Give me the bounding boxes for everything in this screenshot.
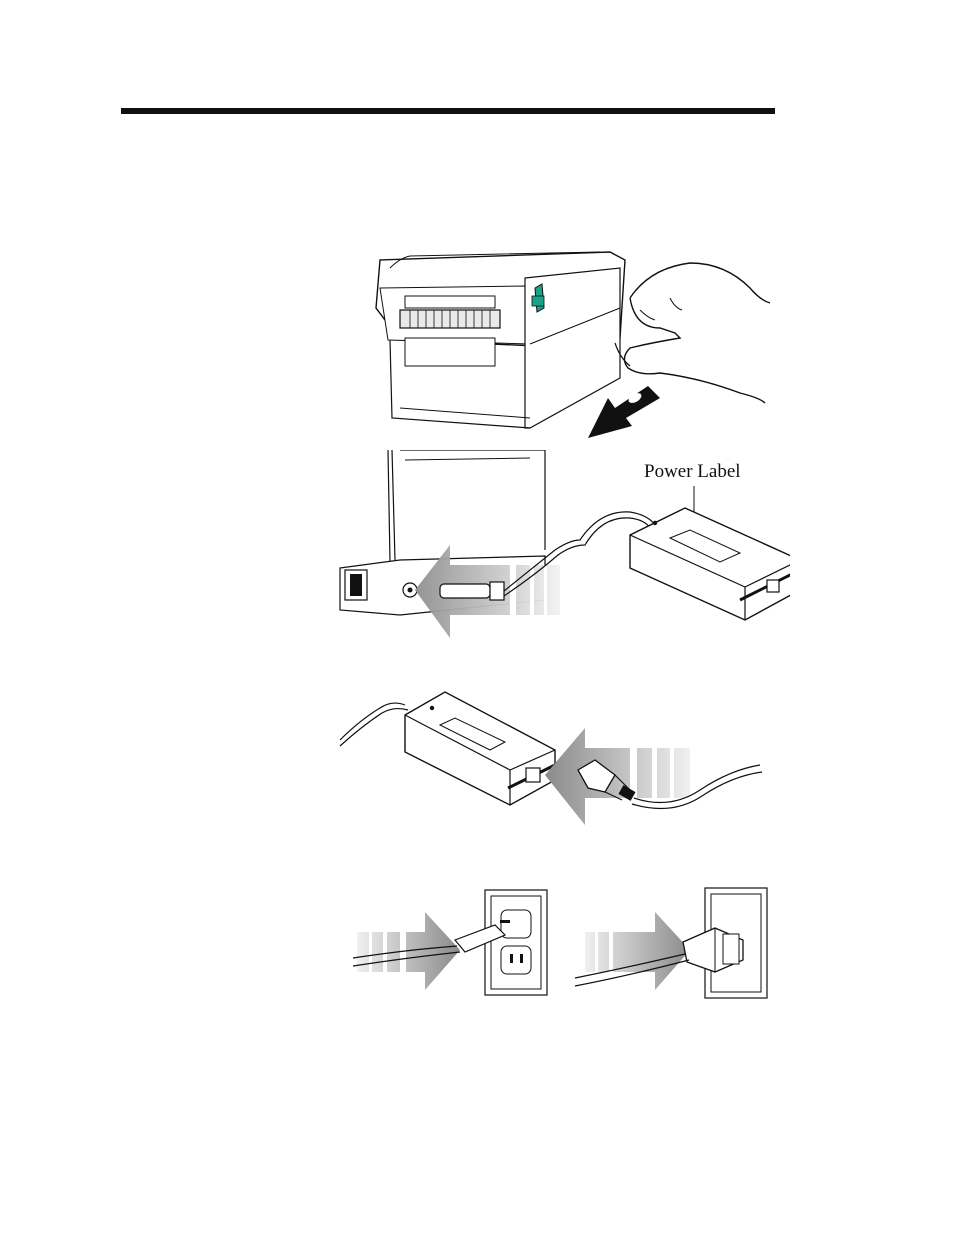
us-outlet-figure [345,880,560,1000]
wall-outlet-eu-icon [565,880,780,1000]
ac-cord-figure [330,680,790,835]
header-rule [121,108,775,114]
eu-outlet-figure [565,880,780,1000]
wall-outlet-us-icon [345,880,560,1000]
power-label-callout: Power Label [644,461,741,483]
printer-power-switch-icon [330,248,780,440]
power-supply-ac-cord-icon [330,680,790,835]
power-switch-figure [330,248,780,440]
